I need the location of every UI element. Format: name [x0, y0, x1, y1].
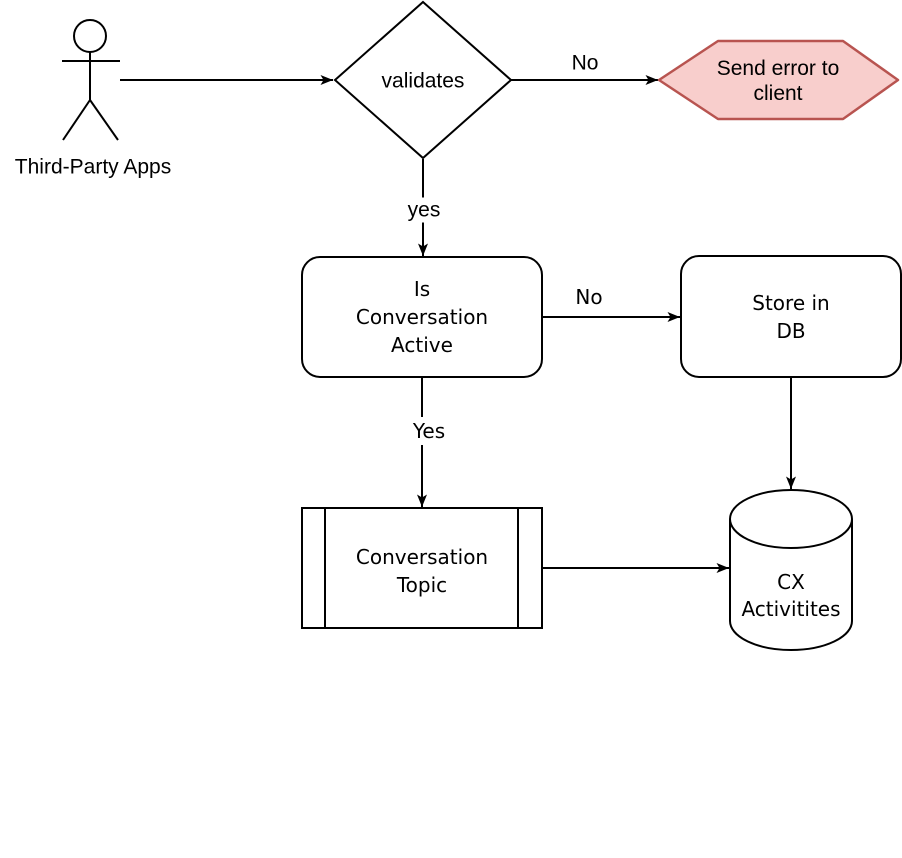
predefined-process-conversation-topic[interactable]: [301, 507, 543, 629]
actor-head: [73, 19, 107, 53]
hexagon-send-error-to-client[interactable]: [657, 39, 900, 121]
actor-third-party-apps[interactable]: [62, 19, 120, 141]
process-is-conversation-active[interactable]: [301, 256, 543, 378]
actor-right-leg: [89, 99, 119, 141]
decision-validates-diamond[interactable]: [333, 0, 513, 160]
database-cx-activities[interactable]: [729, 489, 853, 651]
process-store-in-db[interactable]: [680, 255, 902, 378]
conversation-topic-rect: [301, 507, 543, 629]
actor-left-leg: [62, 99, 91, 141]
cylinder-top-rim: [729, 518, 853, 549]
cylinder-body: [729, 489, 853, 651]
